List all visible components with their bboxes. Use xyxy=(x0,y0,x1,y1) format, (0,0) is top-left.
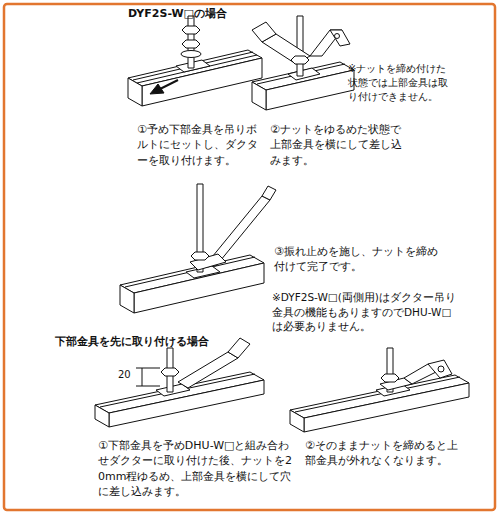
channel-end xyxy=(290,410,304,432)
upper-bracket-plate xyxy=(428,360,452,378)
step3-figure xyxy=(120,184,276,313)
sway-brace-end xyxy=(262,186,276,200)
bracket-hole xyxy=(438,366,444,372)
upper-bracket-arm xyxy=(310,30,342,56)
upper-bracket-hook xyxy=(330,30,350,46)
channel-end xyxy=(252,82,266,110)
dimension-line xyxy=(136,368,160,369)
dimension-line xyxy=(136,386,160,387)
note-text: ※ナットを締め付けた状態では上部金具は取り付けできません。 xyxy=(348,62,448,104)
nut xyxy=(182,26,200,34)
upper-bracket xyxy=(262,34,310,64)
nut xyxy=(161,368,179,376)
step1-figure xyxy=(128,16,262,106)
step-text: ①予め下部金具を吊りボルトにセットし、ダクターを取り付けます。 xyxy=(137,122,262,168)
dimension-label: 20 xyxy=(118,368,136,382)
dimension-line xyxy=(142,368,143,386)
prefit-step1-figure xyxy=(95,338,264,427)
nut xyxy=(291,56,309,64)
upper-bracket xyxy=(178,352,238,388)
note-text: ※DYF2S-W□(両側用)はダクター吊り金具の機能もありますのでDHU-W□は… xyxy=(272,290,462,334)
nut xyxy=(191,252,209,260)
lower-bracket xyxy=(288,68,320,80)
washer xyxy=(181,51,201,58)
step-text: ②そのままナットを締めると上部金具が外れなくなります。 xyxy=(305,438,467,469)
hanger-bolt xyxy=(297,16,303,76)
nut xyxy=(381,374,399,382)
arrow-shaft xyxy=(160,80,178,89)
bracket-hole xyxy=(335,34,340,39)
frame xyxy=(4,4,495,510)
prefit-step2-figure xyxy=(290,348,469,432)
section-heading: 下部金具を先に取り付ける場合 xyxy=(55,334,295,349)
upper-bracket-flange xyxy=(228,338,250,358)
title: DYF2S-W□の場合 xyxy=(128,6,328,21)
arrow-head xyxy=(150,84,164,94)
step2-figure xyxy=(252,16,354,110)
step-text: ③振れ止めを施し、ナットを締め付けて完了です。 xyxy=(274,244,439,275)
upper-bracket-flange xyxy=(252,22,276,42)
channel-end xyxy=(95,405,109,427)
channel-slot xyxy=(137,55,257,83)
step-text: ②ナットをゆるめた状態で上部金具を横にして差し込みます。 xyxy=(270,122,402,168)
step-text: ①下部金具を予めDHU-W□と組み合わせダクターに取り付けた後、ナットを20mm… xyxy=(98,438,296,500)
channel-end xyxy=(120,285,134,313)
nut xyxy=(182,40,200,48)
channel-slot xyxy=(295,377,460,412)
channel-front xyxy=(142,58,262,106)
